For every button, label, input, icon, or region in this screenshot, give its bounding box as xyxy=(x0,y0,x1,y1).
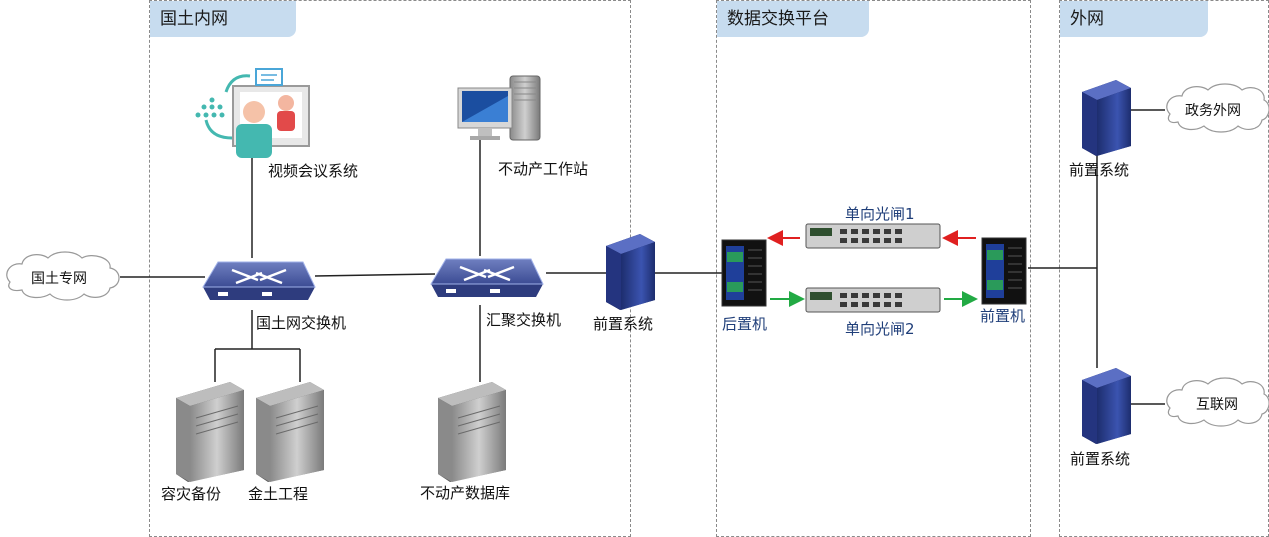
label-front-system-internet: 前置系统 xyxy=(1070,450,1131,468)
backup-server-icon xyxy=(176,382,244,482)
front-machine-icon xyxy=(981,237,1027,305)
rear-machine-icon xyxy=(721,239,767,307)
land-switch-icon xyxy=(202,261,316,300)
video-conference-icon xyxy=(195,68,310,158)
golden-server-icon xyxy=(256,382,324,482)
optical-gate-1-icon xyxy=(805,223,941,249)
label-optical-gate-1: 单向光闸1 xyxy=(845,205,915,223)
cloud-label-gov-external: 政务外网 xyxy=(1185,103,1241,119)
zone-title-exchange: 数据交换平台 xyxy=(717,1,869,37)
cloud-label-internet: 互联网 xyxy=(1196,397,1238,413)
label-backup: 容灾备份 xyxy=(161,485,222,503)
label-front-system-inner: 前置系统 xyxy=(593,315,654,333)
label-database: 不动产数据库 xyxy=(420,484,511,502)
optical-gate-2-icon xyxy=(805,287,941,313)
workstation-icon xyxy=(457,75,541,141)
connection-lines xyxy=(120,109,1165,405)
aggregation-switch-icon xyxy=(430,258,544,297)
label-video-conference: 视频会议系统 xyxy=(268,162,359,180)
label-optical-gate-2: 单向光闸2 xyxy=(845,320,915,338)
cloud-land-private xyxy=(6,251,120,301)
label-front-system-gov: 前置系统 xyxy=(1069,161,1130,179)
label-rear-machine: 后置机 xyxy=(722,315,768,333)
cloud-internet xyxy=(1166,377,1269,427)
label-golden-project: 金土工程 xyxy=(248,485,309,503)
label-workstation: 不动产工作站 xyxy=(498,160,589,178)
label-land-switch: 国土网交换机 xyxy=(256,314,347,332)
front-system-inner-icon xyxy=(606,234,655,310)
label-aggregation-switch: 汇聚交换机 xyxy=(486,311,562,329)
cloud-gov-external xyxy=(1166,83,1269,133)
front-system-gov-icon xyxy=(1082,80,1131,156)
zone-title-inner: 国土内网 xyxy=(150,1,296,37)
database-server-icon xyxy=(438,382,506,482)
cloud-label-land-private: 国土专网 xyxy=(31,271,87,287)
zone-title-outer: 外网 xyxy=(1060,1,1208,37)
label-front-machine: 前置机 xyxy=(980,307,1026,325)
front-system-internet-icon xyxy=(1082,368,1131,444)
